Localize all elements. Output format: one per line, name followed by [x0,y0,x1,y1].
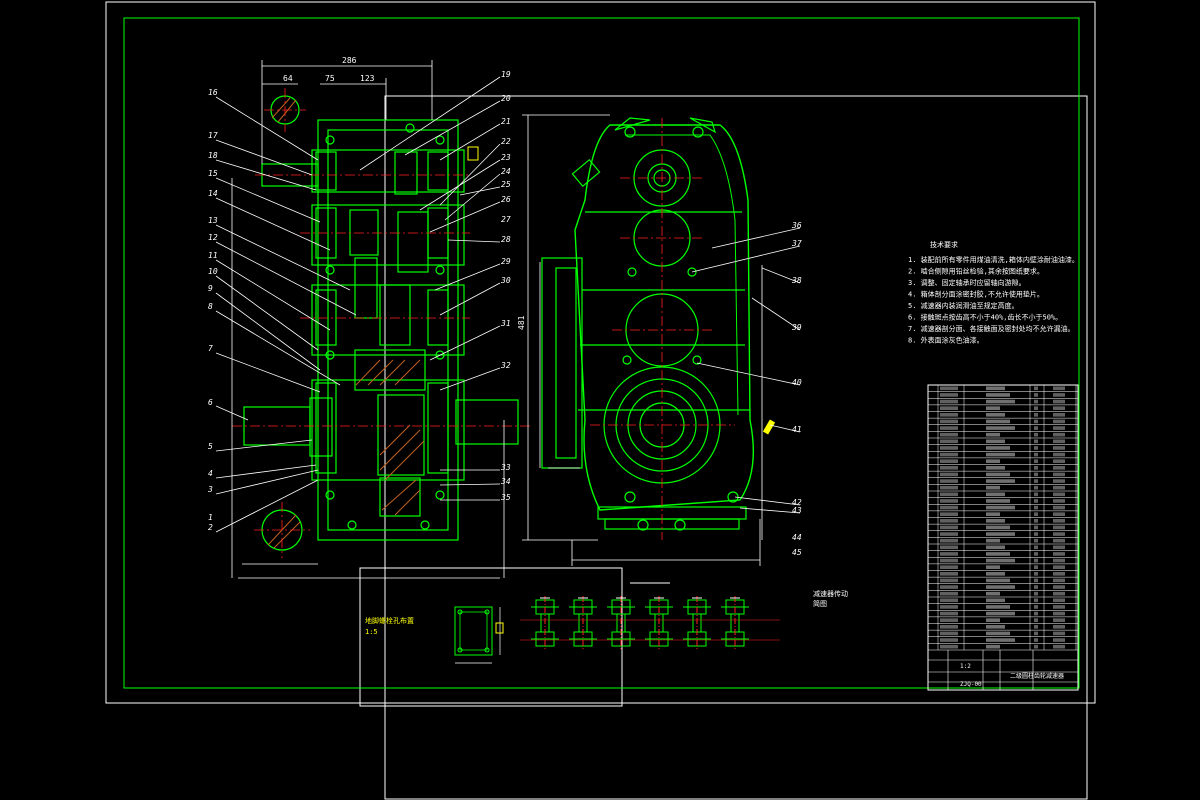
note-line: 7. 减速器剖分面、各接触面及密封处均不允许漏油。 [908,324,1075,333]
title-block-name: 二级圆柱齿轮减速器 [1010,672,1064,680]
note-line: 2. 啮合侧隙用铅丝检验,其余按图纸要求。 [908,267,1044,276]
note-line: 4. 箱体剖分面涂密封胶,不允许使用垫片。 [908,290,1044,299]
callout-label: 18 [208,151,218,160]
dim-seg-a: 64 [283,74,293,83]
callout-label: 34 [500,477,511,486]
callout-label: 35 [500,493,511,502]
callout-label: 19 [501,70,511,79]
parts-list-table [927,384,1079,691]
note-line: 8. 外表面涂灰色油漆。 [908,336,984,345]
callout-label: 6 [208,398,213,407]
callout-label: 16 [208,88,218,97]
scheme-label: 减速器传动 [813,589,848,598]
drawing-frames [105,1,1096,800]
callout-label: 10 [208,267,218,276]
dim-seg-b: 75 [325,74,335,83]
callout-label: 32 [500,361,511,370]
callout-label: 25 [501,180,511,189]
callout-label: 33 [500,463,511,472]
note-line: 1. 装配前所有零件用煤油清洗,箱体内壁涂耐油油漆。 [908,255,1079,264]
notes-heading: 技术要求 [930,240,958,249]
callout-label: 5 [208,442,213,451]
dim-height: 481 [517,315,526,330]
callout-label: 22 [501,137,511,146]
transmission-scheme [520,596,780,650]
callout-label: 37 [791,239,802,248]
callout-label: 45 [792,548,802,557]
callout-label: 9 [208,284,213,293]
callout-label: 17 [208,131,218,140]
callout-label: 31 [500,319,511,328]
callout-label: 26 [501,195,511,204]
callout-label: 38 [791,276,802,285]
foundation-bolt-layout: 地脚螺栓孔布置 1:5 [365,606,504,664]
callout-label: 43 [792,506,802,515]
callout-label: 14 [208,189,218,198]
title-block-drawing-no: ZJQ-00 [960,681,982,688]
callout-label: 30 [500,276,511,285]
callout-label: 1 [208,513,213,522]
callout-label: 28 [501,235,511,244]
dim-seg-c: 123 [360,74,375,83]
callout-label: 15 [208,169,218,178]
callout-label: 24 [501,167,511,176]
callout-label: 2 [208,523,213,532]
callout-label: 27 [501,215,511,224]
callout-label: 13 [208,216,218,225]
note-line: 6. 接触斑点按齿高不小于40%,齿长不小于50%。 [908,313,1062,322]
scheme-sub-label: 简图 [813,599,827,608]
note-line: 3. 调整、固定轴承时应留轴向游隙。 [908,278,1026,287]
note-line: 5. 减速器内装润滑油至规定高度。 [908,301,1019,310]
title-block-scale: 1:2 [960,663,971,670]
part-callouts: 1617181514131211109876543211920212223242… [207,70,802,557]
callout-label: 36 [791,221,802,230]
callout-label: 40 [792,378,802,387]
callout-label: 39 [791,323,802,332]
front-elevation-view: 481 [517,114,801,566]
callout-label: 21 [501,117,511,126]
callout-label: 11 [208,251,218,260]
callout-label: 41 [792,425,802,434]
callout-label: 3 [207,485,213,494]
technical-requirements: 技术要求 1. 装配前所有零件用煤油清洗,箱体内壁涂耐油油漆。 2. 啮合侧隙用铅… [908,240,1079,345]
left-plan-section-view: 286 64 75 123 [215,56,530,579]
callout-label: 8 [208,302,213,311]
title-block: 二级圆柱齿轮减速器 1:2 ZJQ-00 [960,663,1064,688]
callout-label: 20 [501,94,511,103]
callout-label: 7 [208,344,213,353]
bolt-layout-label: 地脚螺栓孔布置 [365,616,414,625]
callout-label: 23 [501,153,511,162]
callout-label: 4 [208,469,213,478]
dim-overall-width: 286 [342,56,357,65]
inner-border [123,17,1080,689]
callout-label: 44 [792,533,802,542]
callout-label: 12 [208,233,218,242]
bolt-layout-scale: 1:5 [365,628,378,636]
callout-label: 42 [792,498,802,507]
callout-label: 29 [501,257,511,266]
